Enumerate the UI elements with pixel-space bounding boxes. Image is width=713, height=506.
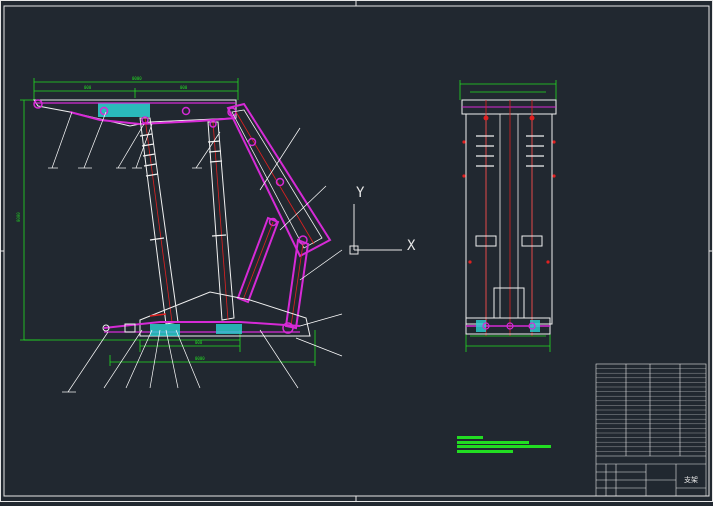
svg-text:000: 000	[84, 85, 92, 90]
ucs-x-label: X	[407, 238, 416, 254]
drawing-title: 支架	[684, 475, 698, 484]
ucs-y-label: Y	[356, 185, 365, 201]
technical-notes	[457, 436, 551, 453]
shield-beam	[226, 102, 332, 258]
base-frame	[102, 291, 311, 337]
part-leaders	[48, 111, 343, 393]
svg-text:000: 000	[195, 340, 203, 345]
main-view-dimensions	[20, 78, 316, 366]
ucs-axis-icon	[349, 204, 402, 255]
side-view	[461, 99, 557, 336]
side-view-dimensions	[459, 80, 557, 352]
canopy-beam	[33, 99, 237, 127]
main-view-dim-texts: 0000 000 000 0000 0000 000	[16, 76, 205, 361]
svg-text:000: 000	[180, 85, 188, 90]
svg-text:0000: 0000	[132, 76, 142, 81]
front-leg	[139, 116, 179, 325]
svg-text:0000: 0000	[195, 356, 205, 361]
rear-leg	[207, 120, 235, 321]
svg-text:0000: 0000	[16, 212, 21, 222]
canopy-tip-pin	[33, 99, 43, 109]
canopy-hydraulic-block	[98, 103, 150, 117]
four-bar-links	[236, 216, 310, 330]
title-block-parts-list	[596, 368, 706, 452]
